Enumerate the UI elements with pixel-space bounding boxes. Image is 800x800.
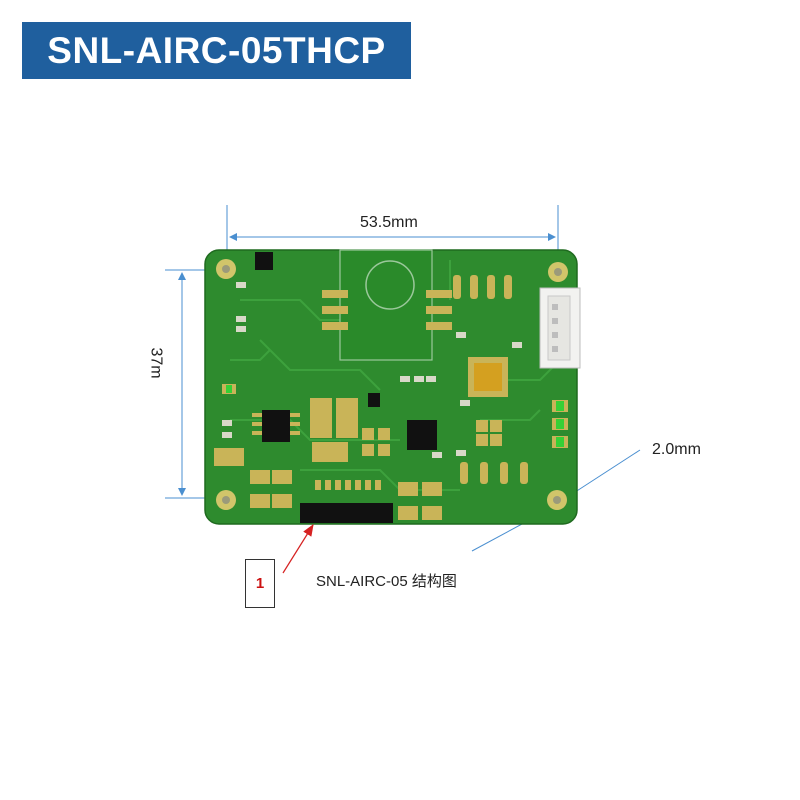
width-dimension-label: 53.5mm [360, 214, 418, 231]
callout-arrow [282, 523, 314, 574]
sensor-module [322, 249, 452, 361]
height-dimension-label: 37m [147, 347, 165, 379]
diagram-caption: SNL-AIRC-05 结构图 [316, 573, 457, 590]
mounting-holes [216, 259, 568, 510]
title-banner: SNL-AIRC-05THCP [22, 22, 411, 79]
side-connector [539, 287, 581, 369]
bottom-connector [300, 480, 393, 523]
passive-components [222, 282, 522, 458]
pads [214, 275, 528, 520]
ic-chips [252, 252, 437, 450]
callout-box: 1 [245, 559, 275, 608]
mcu-chip [468, 357, 508, 397]
pcb-board [204, 249, 581, 525]
hole-dimension-label: 2.0mm [652, 441, 701, 458]
callout-number: 1 [255, 575, 265, 592]
title-text: SNL-AIRC-05THCP [47, 29, 386, 71]
led-indicators [222, 384, 568, 448]
